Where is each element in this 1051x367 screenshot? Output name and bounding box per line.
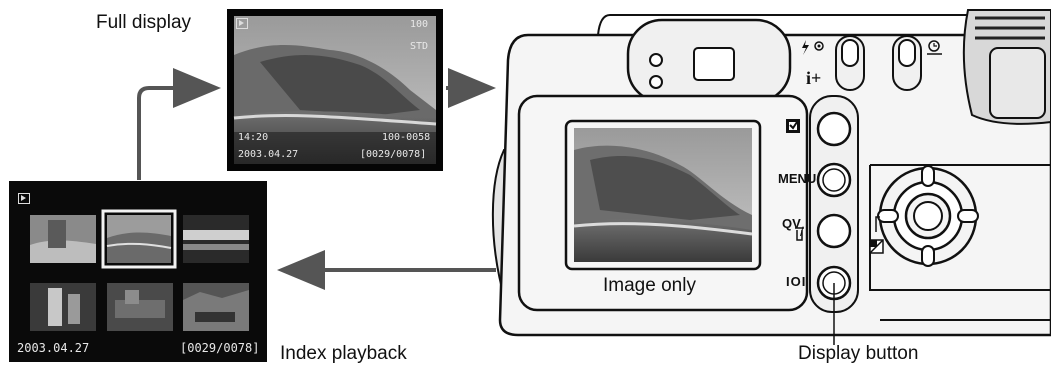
thumbnail-1 [30, 215, 96, 263]
thumbnail-4 [30, 283, 96, 331]
thumbnail-grid [30, 209, 249, 331]
info-button-label: i+ [806, 68, 822, 88]
iso-readout: 100 [410, 19, 429, 30]
folder-file-readout: 100-0058 [382, 132, 431, 143]
index-playback-icon [18, 193, 30, 204]
quality-readout: STD [410, 41, 429, 52]
menu-button[interactable] [818, 164, 850, 196]
trash-icon [795, 227, 804, 241]
index-date-readout: 2003.04.27 [17, 341, 90, 355]
index-playback-label: Index playback [280, 343, 407, 364]
thumbnail-2-selected [101, 209, 177, 269]
image-only-label: Image only [603, 275, 696, 296]
playback-icon [236, 18, 248, 29]
self-timer-icon [927, 40, 942, 55]
display-button-label: Display button [798, 343, 919, 364]
full-display-screen [227, 9, 443, 171]
camera-icons [786, 40, 942, 241]
display-button-icon-label: IOI [786, 274, 807, 289]
index-playback-screen [9, 181, 267, 362]
qv-delete-button[interactable] [818, 215, 850, 247]
flash-icon [802, 40, 824, 55]
thumbnail-5 [107, 283, 173, 331]
qv-slash: / [800, 224, 804, 239]
index-frame-readout: [0029/0078] [180, 341, 260, 355]
qv-button-label: QV [782, 216, 801, 231]
full-display-label: Full display [96, 12, 192, 33]
thumbnail-6 [183, 283, 249, 331]
arrow-index-to-full [137, 68, 221, 180]
time-readout: 14:20 [238, 132, 269, 143]
display-button[interactable] [818, 267, 850, 299]
camera-body [491, 9, 1051, 345]
macro-icon [786, 119, 800, 133]
arrows [137, 68, 496, 290]
controller-center-button[interactable] [914, 202, 942, 230]
frame-readout: [0029/0078] [360, 149, 427, 160]
macro-button[interactable] [818, 113, 850, 145]
menu-button-label: MENU [778, 171, 817, 186]
thumbnail-3 [183, 215, 249, 263]
date-readout: 2003.04.27 [238, 149, 299, 160]
